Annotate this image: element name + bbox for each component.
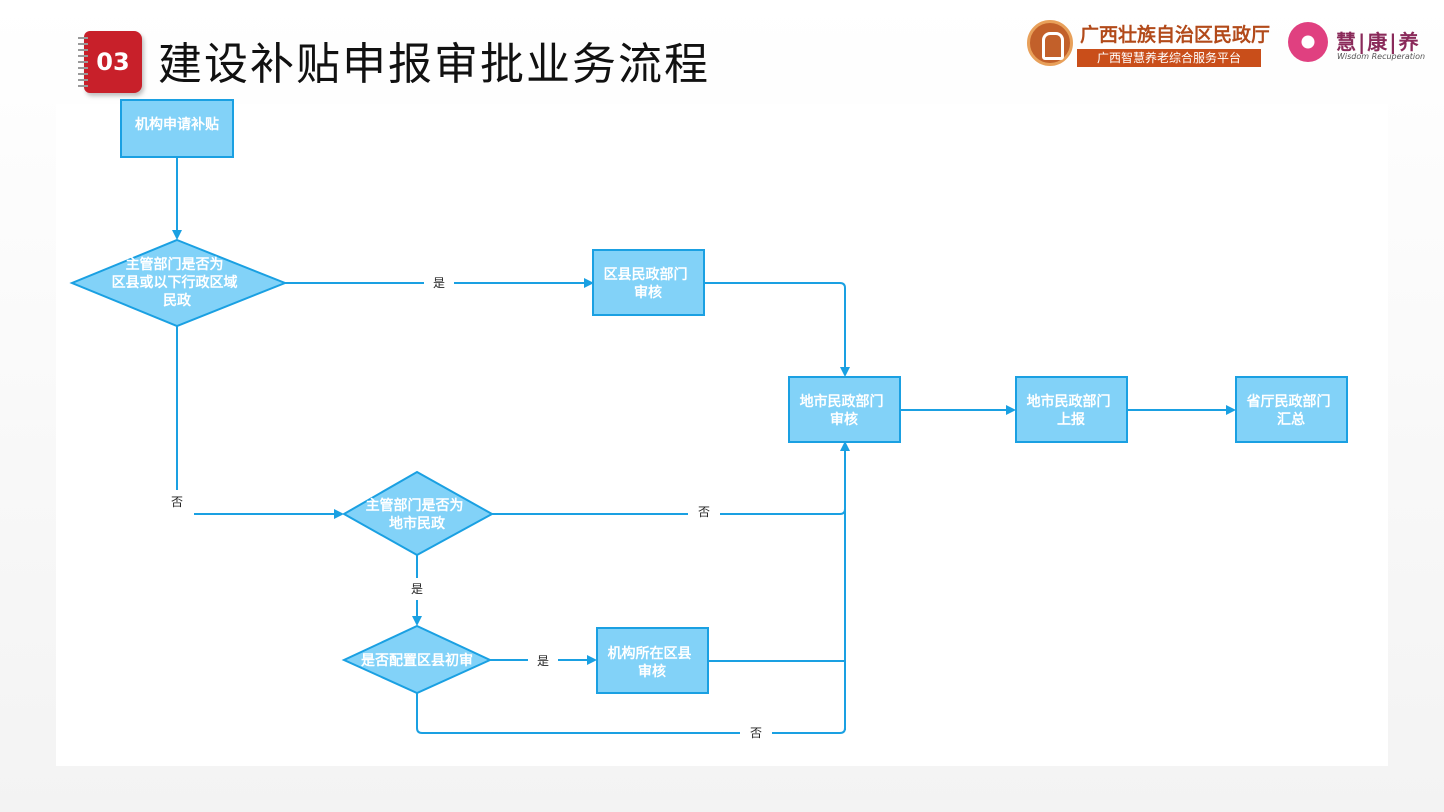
node-county-review [592, 249, 705, 316]
edge-label-yes-county: 是 [433, 276, 445, 290]
page-title: 建设补贴申报审批业务流程 [158, 39, 710, 90]
wisdom-logo-subtitle: Wisdom Recuperation [1337, 52, 1426, 61]
node-province-summary [1235, 376, 1348, 443]
section-number: 03 [96, 48, 130, 76]
edge-q3-no [416, 693, 846, 734]
node-city-report [1015, 376, 1128, 443]
civil-affairs-logo-title: 广西壮族自治区民政厅 [1080, 24, 1271, 46]
edge-county-to-city [704, 282, 850, 377]
wisdom-logo-flower-icon [1288, 22, 1328, 62]
node-q1-label: 主管部门是否为 区县或以下行政区域 民政 [112, 256, 243, 309]
civil-affairs-logo-icon [1027, 20, 1073, 66]
node-q2-diamond [341, 470, 495, 557]
node-city-review-label: 地市民政部门 审核 [800, 393, 889, 428]
node-city-review [788, 376, 901, 443]
civil-affairs-logo-subtitle: 广西智慧养老综合服务平台 [1077, 49, 1261, 67]
edge-label-no-q2: 否 [698, 505, 710, 519]
node-q2-label: 主管部门是否为 地市民政 [366, 497, 469, 532]
node-province-summary-label: 省厅民政部门 汇总 [1246, 393, 1336, 428]
node-local-county-review [596, 627, 709, 694]
edge-label-no-q1: 否 [171, 495, 183, 509]
node-q3-diamond [341, 624, 493, 695]
node-q1-diamond [69, 238, 288, 328]
edge-label-yes-q2: 是 [411, 582, 423, 596]
edge-label-yes-q3: 是 [537, 654, 549, 668]
node-apply-subsidy-label: 机构申请补贴 [135, 116, 219, 133]
node-county-review-label: 区县民政部门 审核 [604, 266, 693, 301]
node-apply-subsidy [120, 99, 234, 158]
flowchart-panel [56, 104, 1388, 766]
node-city-report-label: 地市民政部门 上报 [1027, 393, 1116, 428]
node-q3-label: 是否配置区县初审 [361, 652, 473, 669]
edge-label-no-q3: 否 [750, 726, 762, 740]
edge-label-backgrounds [162, 272, 772, 744]
binder-rings [78, 37, 88, 89]
node-local-county-review-label: 机构所在区县 审核 [608, 645, 697, 680]
section-number-badge: 03 [78, 31, 142, 93]
edge-q2-no [492, 508, 846, 515]
edge-q1-no [176, 326, 344, 519]
wisdom-logo-title: 慧|康|养 [1336, 30, 1421, 54]
